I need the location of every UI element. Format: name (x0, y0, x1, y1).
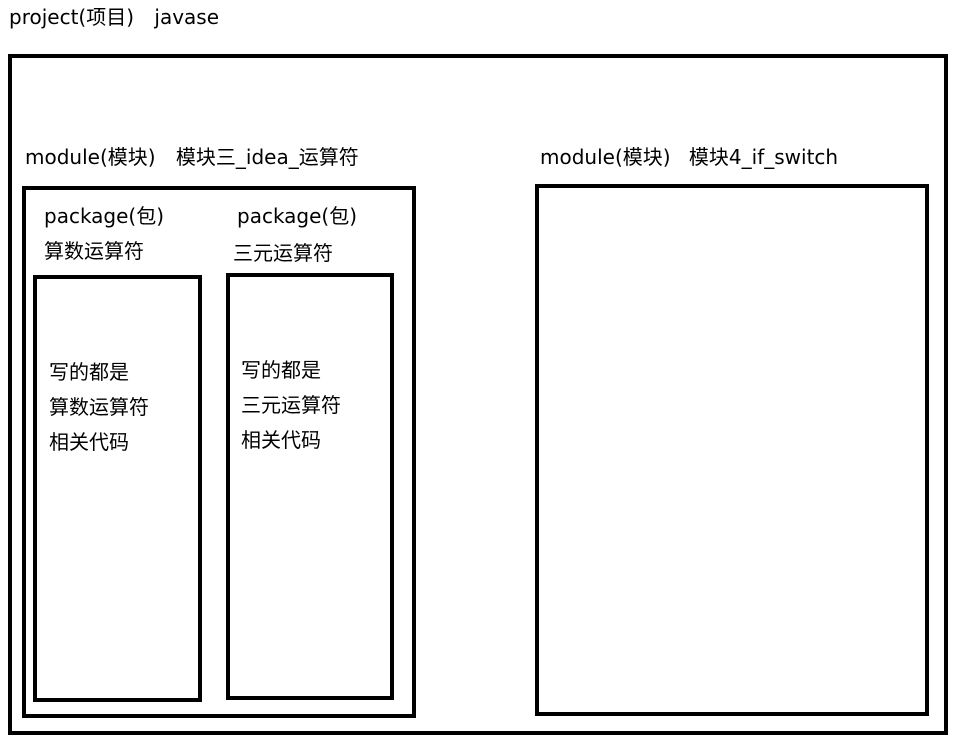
package-1-content-line: 写的都是 (49, 360, 129, 384)
package-2-box (226, 273, 394, 700)
module-1-label: module(模块) 模块三_idea_运算符 (25, 144, 359, 170)
project-label: project(项目) javase (9, 4, 219, 30)
package-1-content-line: 算数运算符 (49, 395, 149, 419)
module-1-name: 模块三_idea_运算符 (175, 145, 359, 169)
package-1-box (33, 275, 202, 702)
package-2-content: 写的都是 三元运算符 相关代码 (241, 353, 341, 458)
package-1-name: 算数运算符 (44, 239, 144, 263)
module-2-name: 模块4_if_switch (688, 145, 839, 169)
package-2-content-line: 三元运算符 (241, 393, 341, 417)
module-1-label-text: module(模块) (25, 145, 156, 169)
package-2-content-line: 写的都是 (241, 358, 321, 382)
module-2-label-text: module(模块) (540, 145, 671, 169)
project-name: javase (154, 5, 220, 29)
package-2-label: package(包) (237, 204, 358, 228)
project-box (8, 54, 948, 735)
package-1-content: 写的都是 算数运算符 相关代码 (49, 355, 149, 460)
module-2-box (535, 184, 929, 716)
module-1-box (22, 186, 416, 718)
package-1-content-line: 相关代码 (49, 430, 129, 454)
package-1-label: package(包) (44, 204, 165, 228)
module-2-label: module(模块) 模块4_if_switch (540, 144, 838, 170)
package-2-content-line: 相关代码 (241, 428, 321, 452)
project-label-text: project(项目) (9, 5, 135, 29)
package-2-name: 三元运算符 (233, 241, 333, 265)
